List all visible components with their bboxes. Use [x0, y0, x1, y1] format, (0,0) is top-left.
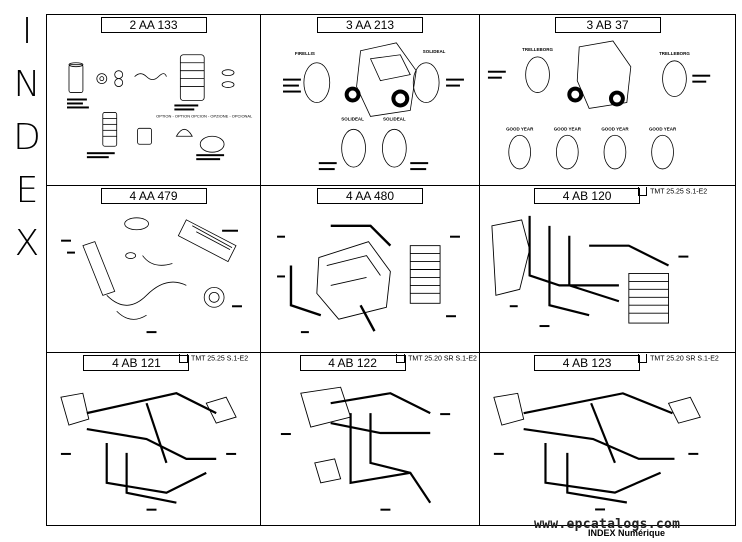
catalog-cell-air-intake[interactable]: 4 AA 479 — [47, 186, 261, 353]
tyre-brand-label: SOLIDEAL — [341, 116, 364, 121]
tyre-brand-label: GOOD YEAR — [506, 126, 534, 131]
filters-drawing: OPTION - OPTION OPCION - OPZIONE - OPCIO… — [67, 54, 253, 161]
catalog-cell-tyres-trelleborg[interactable]: TRELLEBORG TRELLEBORG GOOD YEAR GOOD YEA… — [480, 15, 735, 186]
footer-label: INDEX Numérique — [588, 528, 666, 538]
option-label: OPTION - OPTION OPCION - OPZIONE - OPCIO… — [156, 113, 253, 118]
hydraulic-122-drawing — [280, 386, 451, 511]
index-letter: I — [21, 11, 33, 52]
tyre-brand-label: SOLIDEAL — [423, 49, 446, 54]
tyre-brand-label: GOOD YEAR — [554, 126, 582, 131]
ref-tag: TMT 25.25 S.1-E2 — [638, 187, 707, 196]
catalog-code[interactable]: 4 AB 122 — [299, 355, 406, 371]
ref-text: TMT 25.20 SR S.1-E2 — [408, 355, 477, 363]
index-letter: D — [13, 117, 41, 158]
catalog-code[interactable]: 4 AA 479 — [100, 188, 207, 204]
ref-text: TMT 25.20 SR S.1-E2 — [650, 355, 719, 363]
ref-tag: TMT 25.20 SR S.1-E2 — [638, 354, 719, 363]
hydraulic-121-drawing — [60, 392, 237, 511]
hydraulic-120-drawing — [491, 215, 689, 328]
index-letter: E — [15, 170, 39, 211]
bracket-icon — [638, 187, 648, 196]
index-vertical-title: I N D E X — [10, 14, 44, 279]
catalog-code[interactable]: 4 AB 123 — [534, 355, 641, 371]
engine-drawing — [277, 224, 460, 334]
watermark: www.epcatalogs.com — [534, 517, 681, 532]
catalog-code[interactable]: 4 AB 120 — [534, 188, 641, 204]
ref-tag: TMT 25.20 SR S.1-E2 — [396, 354, 477, 363]
tyre-brand-label: TRELLEBORG — [522, 47, 553, 52]
tyre-brand-label: FIRELLIS — [295, 51, 315, 56]
catalog-index-grid: OPTION - OPTION OPCION - OPZIONE - OPCIO… — [46, 14, 736, 526]
tyre-brand-label: TRELLEBORG — [659, 51, 690, 56]
bracket-icon — [638, 354, 648, 363]
catalog-cell-tyres-solideal[interactable]: FIRELLIS SOLIDEAL SOLIDEAL SOLIDEAL 3 AA… — [261, 15, 480, 186]
catalog-code[interactable]: 3 AA 213 — [317, 17, 423, 33]
air-intake-drawing — [61, 217, 242, 334]
ref-tag: TMT 25.25 S.1-E2 — [179, 354, 248, 363]
tyres-solideal-drawing: FIRELLIS SOLIDEAL SOLIDEAL SOLIDEAL — [283, 42, 464, 171]
catalog-code[interactable]: 4 AA 480 — [317, 188, 423, 204]
catalog-cell-hydraulic-122[interactable]: 4 AB 122 TMT 25.20 SR S.1-E2 — [261, 353, 480, 525]
catalog-cell-hydraulic-123[interactable]: 4 AB 123 TMT 25.20 SR S.1-E2 — [480, 353, 735, 525]
catalog-cell-hydraulic-120[interactable]: 4 AB 120 TMT 25.25 S.1-E2 — [480, 186, 735, 353]
tyre-brand-label: GOOD YEAR — [649, 126, 677, 131]
tyre-brand-label: SOLIDEAL — [383, 116, 406, 121]
tyres-trelleborg-drawing: TRELLEBORG TRELLEBORG GOOD YEAR GOOD YEA… — [487, 40, 711, 170]
catalog-cell-engine[interactable]: 4 AA 480 — [261, 186, 480, 353]
catalog-code[interactable]: 2 AA 133 — [100, 17, 207, 33]
catalog-cell-filters[interactable]: OPTION - OPTION OPCION - OPZIONE - OPCIO… — [47, 15, 261, 186]
index-letter: N — [13, 64, 41, 105]
catalog-cell-hydraulic-121[interactable]: 4 AB 121 TMT 25.25 S.1-E2 — [47, 353, 261, 525]
catalog-code[interactable]: 3 AB 37 — [554, 17, 661, 33]
tyre-brand-label: GOOD YEAR — [601, 126, 629, 131]
catalog-code[interactable]: 4 AB 121 — [83, 355, 190, 371]
bracket-icon — [179, 354, 189, 363]
ref-text: TMT 25.25 S.1-E2 — [191, 355, 249, 363]
hydraulic-123-drawing — [493, 392, 701, 511]
ref-text: TMT 25.25 S.1-E2 — [650, 188, 708, 196]
index-letter: X — [14, 223, 40, 264]
bracket-icon — [396, 354, 406, 363]
